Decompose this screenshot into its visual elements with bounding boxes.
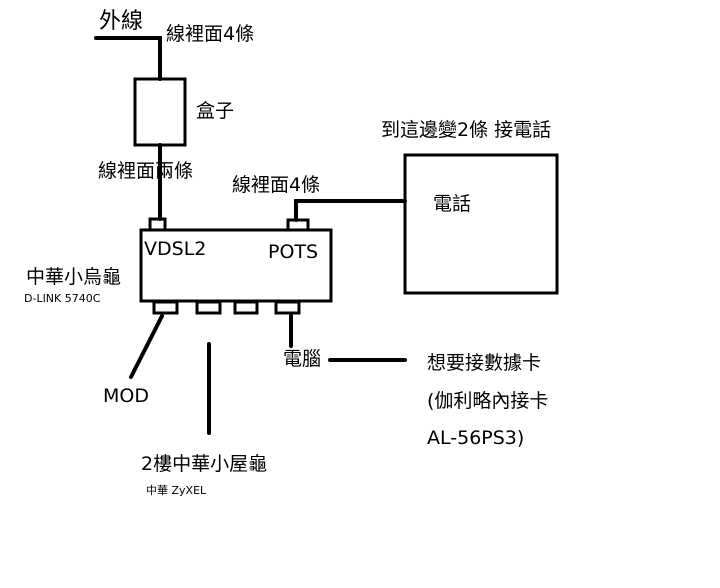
to-here-phone-label: 到這邊變2條 接電話 <box>381 119 552 141</box>
vdsl2-port <box>148 217 167 232</box>
zyxel-label: 中華 ZyXEL <box>146 484 207 497</box>
bottom-port-3 <box>233 300 259 315</box>
computer-label: 電腦 <box>283 348 322 370</box>
want-data-card-label: 想要接數據卡 <box>427 352 542 374</box>
vdsl2-label: VDSL2 <box>144 238 207 260</box>
outside-line-label: 外線 <box>99 9 144 34</box>
four-wires-right-label: 線裡面4條 <box>232 174 321 196</box>
cht-turtle-label: 中華小烏龜 <box>26 266 122 288</box>
two-wires-label: 線裡面兩條 <box>98 160 194 182</box>
floor2-turtle-label: 2樓中華小屋龜 <box>141 453 268 475</box>
pots-to-phone-wire <box>294 199 407 222</box>
box-label: 盒子 <box>196 100 235 122</box>
mod-wire <box>129 314 164 379</box>
bottom-port-2 <box>195 300 222 315</box>
bottom-port-4 <box>274 300 301 315</box>
dlink-model-label: D-LINK 5740C <box>24 292 101 305</box>
four-wires-top-label: 線裡面4條 <box>166 23 255 45</box>
box-rect <box>133 77 187 147</box>
phone-label: 電話 <box>433 193 472 215</box>
pots-label: POTS <box>268 241 319 263</box>
card-line2-label: AL-56PS3) <box>427 427 525 449</box>
outside-line-wire <box>94 36 162 81</box>
phone-rect <box>403 153 559 295</box>
card-line1-label: (伽利略內接卡 <box>427 390 549 412</box>
bottom-port-1 <box>152 300 179 315</box>
pots-port <box>286 218 310 232</box>
mod-label: MOD <box>103 385 149 407</box>
